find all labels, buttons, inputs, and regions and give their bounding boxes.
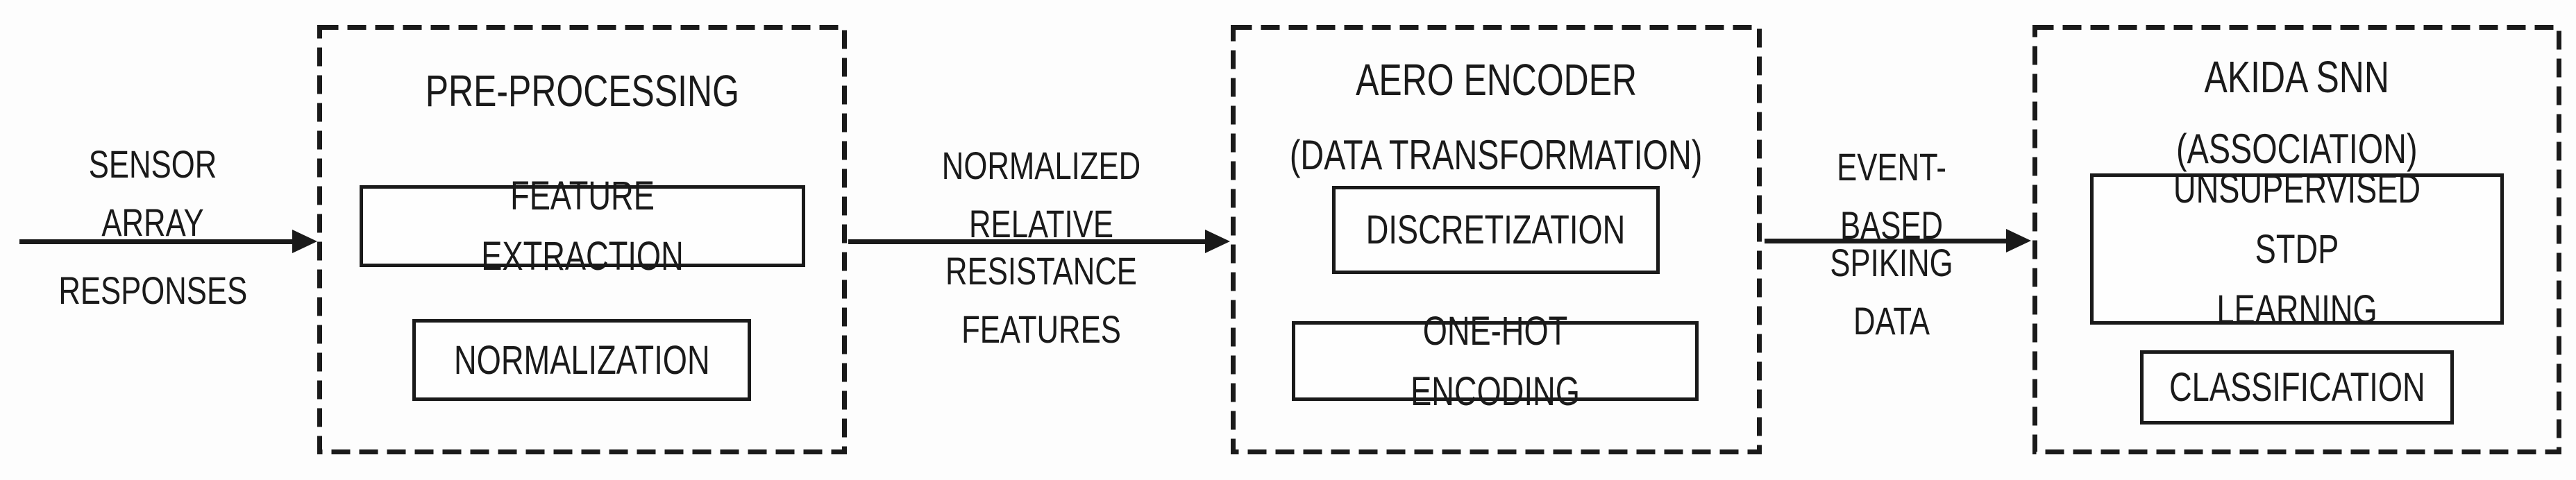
stage-akida-snn-dashed-border <box>2032 25 2561 454</box>
step-classification: CLASSIFICATION <box>2140 350 2454 425</box>
step-normalization-text: NORMALIZATION <box>453 337 710 383</box>
step-one-hot-encoding-text: ONE-HOT ENCODING <box>1411 308 1580 414</box>
step-feature-extraction: FEATURE EXTRACTION <box>360 173 805 279</box>
features-arrow-head-icon <box>1205 230 1230 253</box>
step-normalization: NORMALIZATION <box>412 319 751 401</box>
stage-akida-snn-title-text: AKIDA SNN <box>2204 52 2390 102</box>
step-discretization-text: DISCRETIZATION <box>1366 207 1626 252</box>
step-unsupervised-stdp-learning-text: UNSUPERVISED STDP LEARNING <box>2173 166 2421 332</box>
spiking-data-arrow-line <box>1765 239 2007 243</box>
flow1-top-label: SENSOR ARRAY <box>7 142 298 244</box>
step-classification-text: CLASSIFICATION <box>2169 365 2425 410</box>
stage-akida-snn-title: AKIDA SNN <box>2032 52 2561 102</box>
flow2-top-label: NORMALIZED RELATIVE <box>850 144 1232 246</box>
stage-aero-encoder: AERO ENCODER (DATA TRANSFORMATION) DISCR… <box>1231 25 1762 454</box>
step-discretization: DISCRETIZATION <box>1332 186 1660 274</box>
stage-pre-processing: PRE-PROCESSING FEATURE EXTRACTION NORMAL… <box>317 25 847 454</box>
sensor-input-arrow-head-icon <box>292 230 317 253</box>
stage-aero-encoder-subtitle: (DATA TRANSFORMATION) <box>1231 130 1762 180</box>
stage-pre-processing-title-text: PRE-PROCESSING <box>425 66 739 116</box>
step-one-hot-encoding: ONE-HOT ENCODING <box>1292 309 1699 414</box>
flow3-bottom-label-text: SPIKING DATA <box>1830 241 1953 343</box>
flow1-top-label-text: SENSOR ARRAY <box>88 142 217 244</box>
stage-aero-encoder-title-text: AERO ENCODER <box>1356 55 1637 105</box>
flow2-bottom-label: RESISTANCE FEATURES <box>850 249 1232 351</box>
sensor-input-arrow-line <box>19 239 295 244</box>
spiking-data-arrow-head-icon <box>2006 229 2031 252</box>
stage-pre-processing-dashed-border <box>317 25 847 454</box>
flow3-bottom-label: SPIKING DATA <box>1767 241 2017 343</box>
features-arrow-line <box>848 239 1206 244</box>
stage-aero-encoder-dashed-border <box>1231 25 1762 454</box>
flow3-top-label: EVENT-BASED <box>1767 145 2017 247</box>
flow3-top-label-text: EVENT-BASED <box>1837 145 1946 247</box>
stage-pre-processing-title: PRE-PROCESSING <box>317 66 847 116</box>
stage-akida-snn: AKIDA SNN (ASSOCIATION) UNSUPERVISED STD… <box>2032 25 2561 454</box>
step-unsupervised-stdp-learning: UNSUPERVISED STDP LEARNING <box>2090 166 2504 332</box>
flow2-bottom-label-text: RESISTANCE FEATURES <box>945 249 1137 351</box>
flow1-bottom-label: RESPONSES <box>7 268 298 312</box>
step-feature-extraction-text: FEATURE EXTRACTION <box>481 173 684 279</box>
stage-aero-encoder-subtitle-text: (DATA TRANSFORMATION) <box>1290 132 1703 178</box>
flow2-top-label-text: NORMALIZED RELATIVE <box>941 144 1141 246</box>
stage-aero-encoder-title: AERO ENCODER <box>1231 55 1762 105</box>
stage-akida-snn-subtitle: (ASSOCIATION) <box>2032 124 2561 174</box>
flow1-bottom-label-text: RESPONSES <box>58 268 247 312</box>
stage-akida-snn-subtitle-text: (ASSOCIATION) <box>2176 126 2418 172</box>
